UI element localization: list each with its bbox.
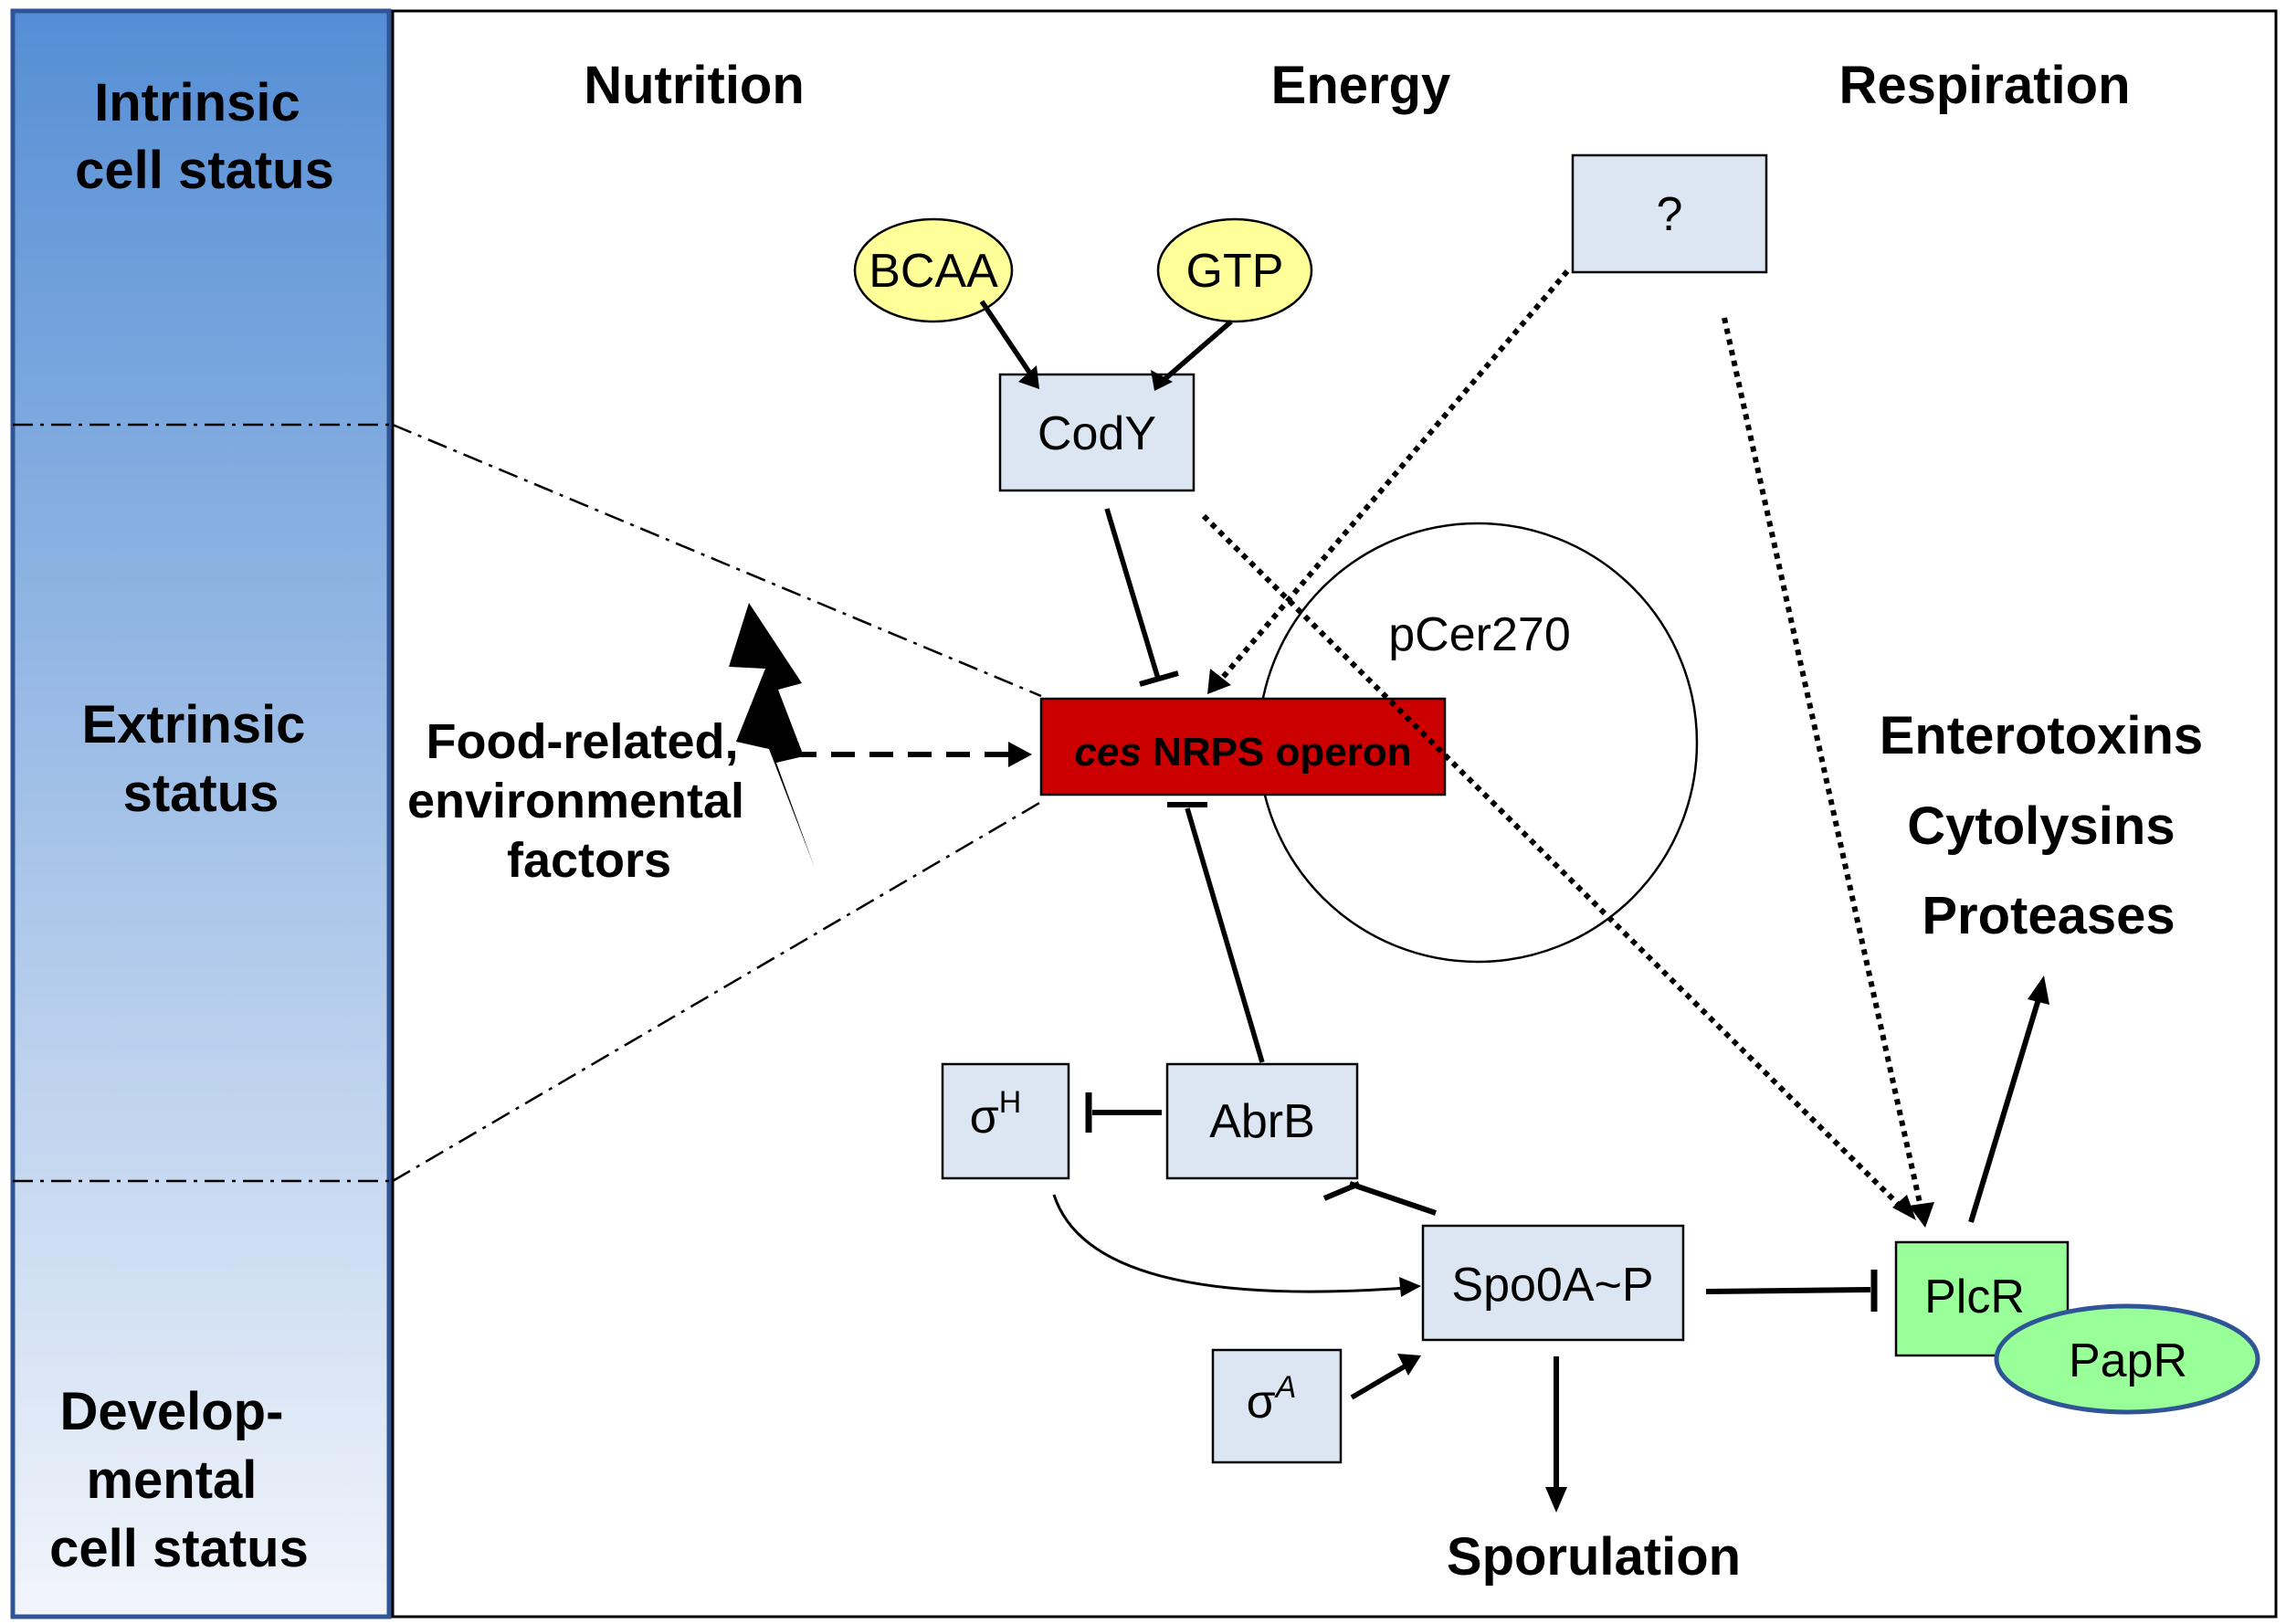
ces-operon-node <box>1039 697 1447 796</box>
ces-operon-label: ces NRPS operon <box>1074 730 1411 775</box>
spo0a-inhibits-abrb <box>1349 1181 1437 1216</box>
unknown-label: ? <box>1657 188 1683 241</box>
spo0a-abrb-bar <box>1322 1181 1361 1201</box>
spo0a-inhibits-plcr <box>1705 1287 1871 1294</box>
factors-arrow-head <box>1008 742 1032 767</box>
zoom-line-top <box>392 423 1042 698</box>
sigma-a-label: σA <box>1247 1370 1297 1429</box>
header-respiration: Respiration <box>1838 56 2130 115</box>
sigma-h-to-spo0a-arrow <box>1052 1194 1407 1293</box>
bcaa-node <box>853 217 1014 323</box>
sigma-a-to-spo0a-arrow <box>1350 1364 1406 1400</box>
unknown-node <box>1571 153 1768 274</box>
environmental-factors-label: Food-related, environmental factors <box>407 714 758 888</box>
sidebar-section-intrinsic: Intrinsic cell status <box>75 73 334 200</box>
toxins-arrow-head <box>2028 975 2049 1005</box>
cody-label: CodY <box>1038 407 1156 460</box>
lightning-icon <box>729 603 815 868</box>
abrb-node <box>1165 1062 1359 1180</box>
cody-inhibit-bar <box>1139 670 1179 687</box>
sporulation-arrow-head <box>1545 1487 1567 1513</box>
sigma-h-spo0a-arrow-head <box>1399 1277 1421 1297</box>
sporulation-label: Sporulation <box>1447 1527 1741 1587</box>
sidebar: Intrinsic cell status Extrinsic status D… <box>10 8 392 1619</box>
sidebar-section-developmental: Develop- mental cell status <box>49 1382 309 1578</box>
cody-inhibits-operon <box>1104 508 1161 680</box>
header-energy: Energy <box>1271 56 1451 115</box>
gtp-to-cody-arrow <box>1160 319 1233 385</box>
virulence-factors-list: Enterotoxins Cytolysins Proteases <box>1880 706 2218 945</box>
sigma-a-node <box>1211 1348 1343 1464</box>
bcaa-label: BCAA <box>869 245 998 298</box>
sigma-h-node <box>941 1062 1070 1180</box>
unknown-plcr-arrow-head <box>1909 1202 1934 1228</box>
gtp-arrow-head <box>1151 370 1173 391</box>
plcr-label: PlcR <box>1924 1271 2025 1323</box>
papr-node <box>1994 1303 2260 1415</box>
cody-to-plcr-dotted <box>1201 513 1908 1214</box>
unknown-operon-arrow-head <box>1207 669 1231 694</box>
unknown-to-operon-dotted <box>1217 269 1570 682</box>
sidebar-panel <box>10 8 392 1619</box>
cody-plcr-arrow-head <box>1892 1195 1916 1220</box>
bcaa-arrow-head <box>1018 365 1039 389</box>
bcaa-to-cody-arrow <box>979 300 1035 378</box>
abrb-label: AbrB <box>1209 1095 1315 1148</box>
gtp-label: GTP <box>1186 245 1284 298</box>
sigma-h-label: σH <box>970 1085 1022 1144</box>
sidebar-section-extrinsic: Extrinsic status <box>81 695 320 823</box>
sigma-a-spo0a-arrow-head <box>1397 1354 1421 1376</box>
papr-label: PapR <box>2069 1334 2187 1387</box>
spo0a-node <box>1421 1224 1685 1342</box>
cody-node <box>998 373 1196 492</box>
plcr-to-toxins-arrow <box>1968 998 2041 1223</box>
diagram-frame <box>391 9 2278 1619</box>
zoom-line-bottom <box>392 800 1042 1183</box>
spo0a-label: Spo0A~P <box>1451 1259 1653 1312</box>
abrb-inhibits-operon <box>1185 807 1265 1063</box>
header-nutrition: Nutrition <box>584 56 805 115</box>
gtp-node <box>1156 217 1313 323</box>
plasmid-label: pCer270 <box>1388 608 1570 661</box>
